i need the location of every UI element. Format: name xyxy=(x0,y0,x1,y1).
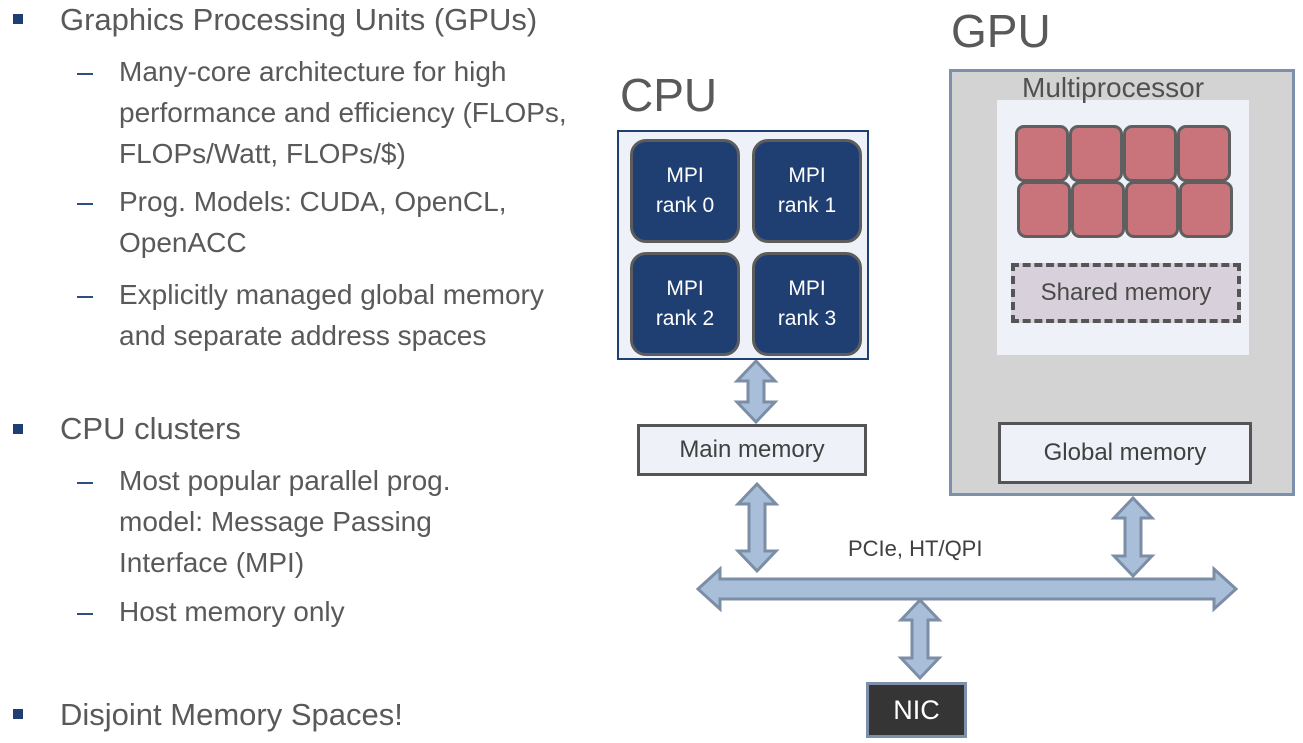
gpu-core xyxy=(1179,181,1233,238)
dash-marker xyxy=(77,203,93,205)
nic-box: NIC xyxy=(866,682,967,738)
rank-label: MPI xyxy=(788,277,826,300)
gpu-to-bus-arrow-icon xyxy=(1110,495,1156,579)
dash-marker xyxy=(77,296,93,298)
rank-number: rank 0 xyxy=(655,194,715,217)
main-memory: Main memory xyxy=(637,424,867,476)
global-memory: Global memory xyxy=(998,422,1252,484)
cpu-title: CPU xyxy=(620,69,718,121)
dash-marker xyxy=(77,613,93,615)
sub-bullet-explicit-memory: Explicitly managed global memory and sep… xyxy=(119,279,544,351)
bus-arrow-icon xyxy=(695,565,1239,613)
multiprocessor-label: Multiprocessor xyxy=(1022,72,1205,103)
mpi-rank-2: MPI rank 2 xyxy=(630,252,740,356)
main-memory-to-bus-arrow-icon xyxy=(734,481,780,574)
bullet-marker xyxy=(13,14,23,24)
mpi-rank-0: MPI rank 0 xyxy=(630,139,740,243)
sub-bullet-mpi: Most popular parallel prog. model: Messa… xyxy=(119,465,451,578)
bullet-disjoint-memory: Disjoint Memory Spaces! xyxy=(60,697,403,732)
rank-label: MPI xyxy=(666,277,704,300)
rank-number: rank 2 xyxy=(655,307,715,330)
rank-number: rank 3 xyxy=(777,307,837,330)
shared-memory: Shared memory xyxy=(1011,263,1241,323)
rank-label: MPI xyxy=(788,164,826,187)
gpu-core xyxy=(1071,181,1125,238)
gpu-core xyxy=(1125,181,1179,238)
bus-label: PCIe, HT/QPI xyxy=(848,536,983,561)
mpi-rank-1: MPI rank 1 xyxy=(752,139,862,243)
bullet-marker xyxy=(13,424,23,434)
gpu-core xyxy=(1069,125,1123,182)
gpu-title: GPU xyxy=(951,5,1051,57)
rank-number: rank 1 xyxy=(777,194,837,217)
gpu-core xyxy=(1177,125,1231,182)
rank-label: MPI xyxy=(666,164,704,187)
sub-bullet-host-memory: Host memory only xyxy=(119,596,345,627)
sub-bullet-many-core: Many-core architecture for high performa… xyxy=(119,56,567,169)
bullet-marker xyxy=(13,709,23,719)
sub-bullet-prog-models: Prog. Models: CUDA, OpenCL, OpenACC xyxy=(119,186,507,258)
gpu-core xyxy=(1015,125,1069,182)
bullet-cpu-clusters: CPU clusters xyxy=(60,411,241,446)
dash-marker xyxy=(77,73,93,75)
gpu-core xyxy=(1123,125,1177,182)
cpu-to-main-memory-arrow-icon xyxy=(733,358,779,425)
bus-to-nic-arrow-icon xyxy=(897,597,943,681)
bullet-gpus: Graphics Processing Units (GPUs) xyxy=(60,2,538,37)
dash-marker xyxy=(77,482,93,484)
gpu-core xyxy=(1017,181,1071,238)
mpi-rank-3: MPI rank 3 xyxy=(752,252,862,356)
